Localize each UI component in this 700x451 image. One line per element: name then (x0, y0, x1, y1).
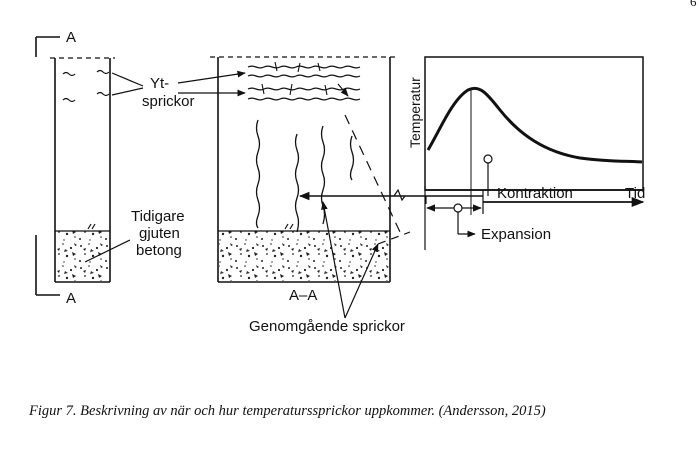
earlier-concrete-label-line3: betong (136, 242, 182, 259)
temperature-chart (298, 56, 645, 250)
contraction-label: Kontraktion (497, 185, 573, 202)
through-cracks-arrows (321, 201, 411, 319)
section-label-top: A (66, 29, 76, 46)
section-aa-label: A–A (289, 287, 317, 304)
section-label-bottom: A (66, 290, 76, 307)
surface-cracks-leaders (111, 70, 246, 97)
figure-caption: Figur 7. Beskrivning av när och hur temp… (29, 403, 546, 419)
earlier-concrete-label-line2: gjuten (139, 225, 180, 242)
earlier-concrete-leader (84, 239, 131, 263)
middle-wall (210, 56, 401, 283)
earlier-concrete-label-line1: Tidigare (131, 208, 185, 225)
y-axis-label: Temperatur (407, 77, 423, 148)
page-number: 6 (690, 0, 697, 9)
expansion-label: Expansion (481, 226, 551, 243)
surface-cracks-label-line2: sprickor (142, 93, 195, 110)
through-cracks-label: Genomgående sprickor (249, 318, 405, 335)
left-column (35, 36, 115, 296)
surface-cracks-label-line1: Yt- (150, 75, 169, 92)
x-axis-label: Tid (625, 185, 645, 202)
